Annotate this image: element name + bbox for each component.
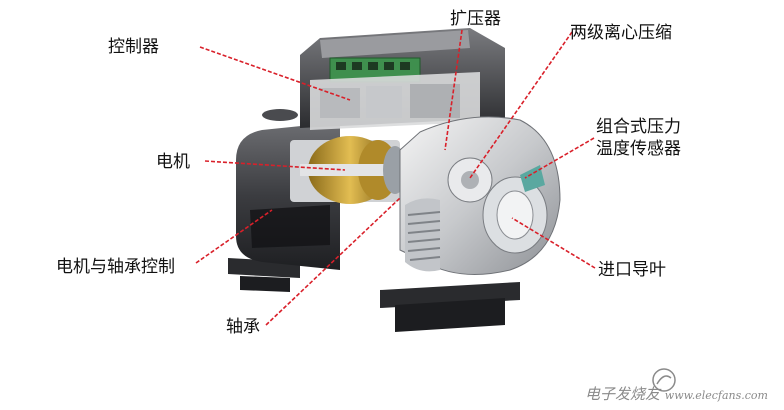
compressor-volute [399,116,561,275]
motor-housing [236,109,340,270]
watermark-text: 电子发烧友 www.elecfans.com [585,383,768,404]
label-bearing: 轴承 [226,317,260,337]
label-controller: 控制器 [108,37,159,57]
watermark-brand: 电子发烧友 [584,385,660,403]
leader-motor [204,160,346,171]
label-sensor-line1: 组合式压力 [596,117,681,137]
controller-housing [300,28,505,130]
leader-motor-bearing [195,209,273,264]
leader-lines [195,29,596,326]
cooling-fins [407,211,441,261]
leader-inlet-guide [511,217,596,269]
watermark-logo [652,368,676,392]
label-motor-bearing-control: 电机与轴承控制 [56,257,175,277]
leader-bearing [265,197,401,326]
label-two-stage: 两级离心压缩 [570,23,672,43]
leader-diffuser [444,29,463,151]
label-inlet-guide-vane: 进口导叶 [598,260,666,280]
label-motor: 电机 [156,152,190,172]
watermark-url: www.elecfans.com [664,389,768,402]
label-diffuser: 扩压器 [450,9,501,29]
label-sensor-line2: 温度传感器 [596,139,681,159]
leader-controller [199,46,351,101]
leader-sensor [524,137,595,179]
base-frame [228,258,520,332]
